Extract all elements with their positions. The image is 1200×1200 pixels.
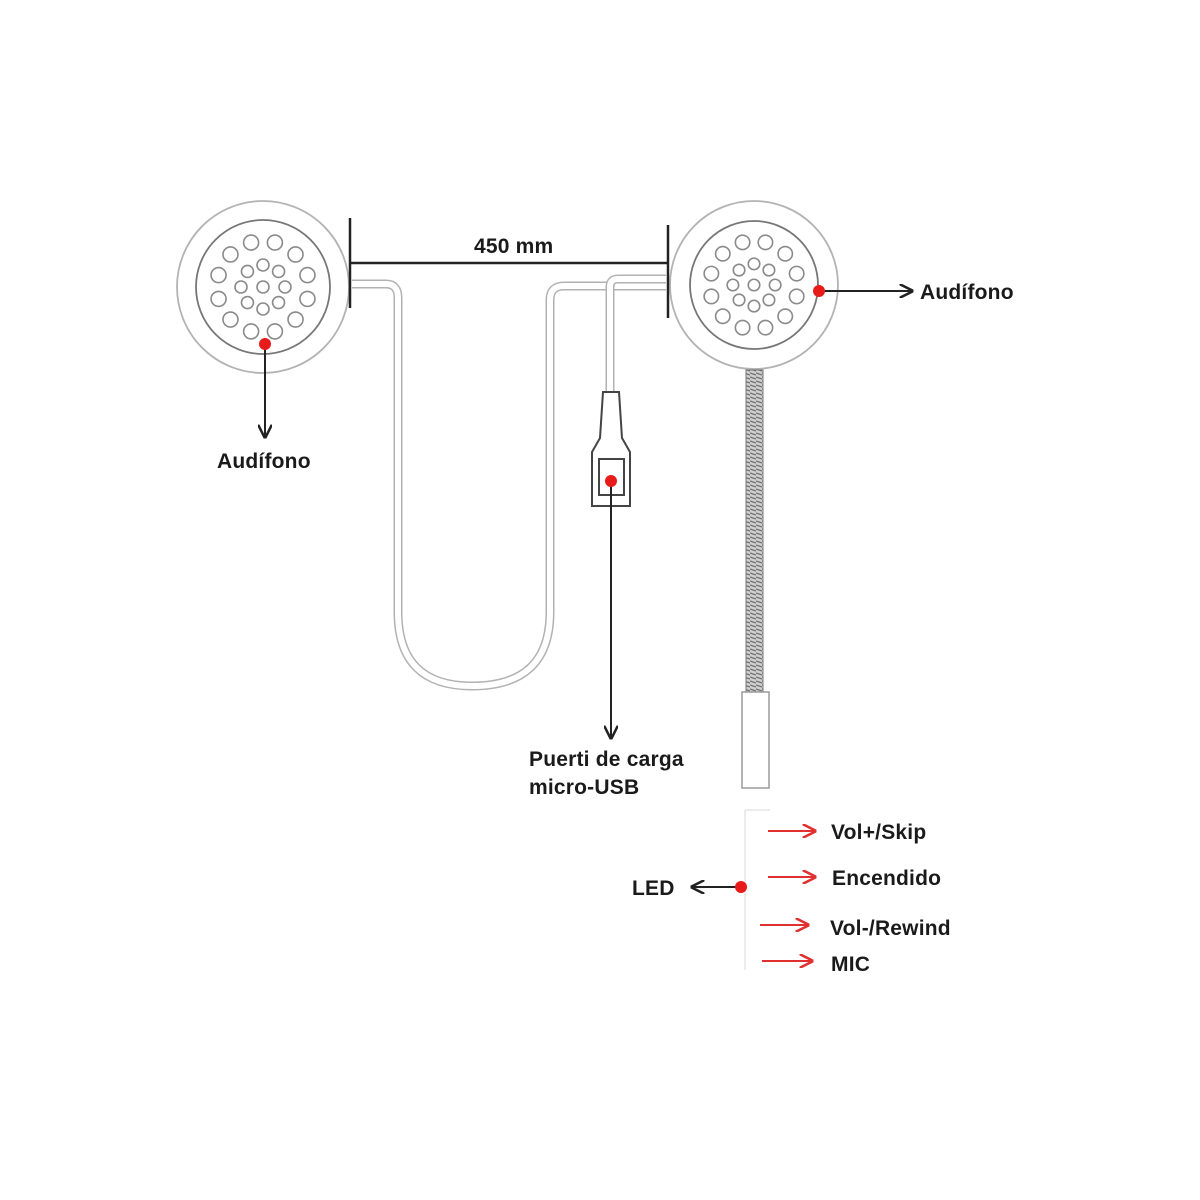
marker-left-earphone: [259, 338, 271, 350]
speaker-hole: [210, 266, 227, 284]
speaker-hole: [788, 288, 805, 305]
speaker-hole: [256, 302, 270, 316]
speaker-hole: [240, 264, 255, 279]
speaker-hole: [234, 280, 248, 294]
microphone-boom: [741, 369, 770, 970]
label-mic: MIC: [831, 953, 871, 976]
speaker-hole: [222, 311, 239, 328]
speaker-hole: [734, 319, 751, 336]
speaker-hole: [714, 308, 731, 325]
speaker-holes-right: [703, 234, 805, 336]
speaker-hole: [777, 308, 794, 325]
label-charging-port-line1: Puerti de carga: [529, 748, 684, 771]
speaker-hole: [256, 258, 270, 272]
speaker-hole: [210, 290, 227, 308]
marker-right-earphone: [813, 285, 825, 297]
speaker-hole: [747, 257, 761, 271]
label-left-earphone: Audífono: [217, 450, 311, 473]
speaker-hole: [762, 263, 776, 277]
speaker-holes-left: [210, 234, 316, 340]
speaker-hole: [777, 245, 794, 262]
charging-cable: [605, 274, 666, 392]
speaker-hole: [299, 290, 316, 308]
speaker-hole: [242, 323, 260, 340]
speaker-hole: [732, 293, 746, 307]
speaker-hole: [703, 265, 720, 282]
speaker-hole: [703, 288, 720, 305]
speaker-hole: [278, 280, 292, 294]
speaker-hole: [757, 234, 774, 251]
speaker-hole: [768, 278, 782, 292]
speaker-hole: [240, 295, 255, 310]
label-vol-minus-rewind: Vol-/Rewind: [830, 917, 951, 940]
speaker-hole: [757, 319, 774, 336]
speaker-hole: [242, 234, 260, 251]
label-vol-plus-skip: Vol+/Skip: [831, 821, 927, 844]
speaker-hole: [747, 278, 761, 292]
speaker-hole: [256, 280, 270, 294]
label-led: LED: [632, 877, 675, 900]
right-earphone: [669, 200, 839, 370]
marker-led: [735, 881, 747, 893]
label-power: Encendido: [832, 867, 942, 890]
label-right-earphone: Audífono: [920, 281, 1014, 304]
speaker-hole: [714, 245, 731, 262]
speaker-hole: [747, 299, 761, 313]
speaker-hole: [788, 265, 805, 282]
speaker-hole: [287, 311, 304, 328]
dimension-label: 450 mm: [474, 235, 554, 258]
label-charging-port-line2: micro-USB: [529, 776, 640, 799]
speaker-hole: [266, 234, 284, 251]
speaker-hole: [287, 246, 304, 263]
speaker-hole: [271, 264, 286, 279]
label-charging-port: Puerti de carga micro-USB: [529, 746, 684, 802]
marker-charging-port: [605, 475, 617, 487]
speaker-hole: [271, 295, 286, 310]
speaker-hole: [732, 263, 746, 277]
dimension-450mm: [348, 218, 670, 318]
speaker-hole: [266, 323, 284, 340]
speaker-hole: [734, 234, 751, 251]
left-earphone: [176, 200, 350, 374]
speaker-hole: [726, 278, 740, 292]
speaker-hole: [762, 293, 776, 307]
speaker-hole: [299, 266, 316, 284]
speaker-hole: [222, 246, 239, 263]
